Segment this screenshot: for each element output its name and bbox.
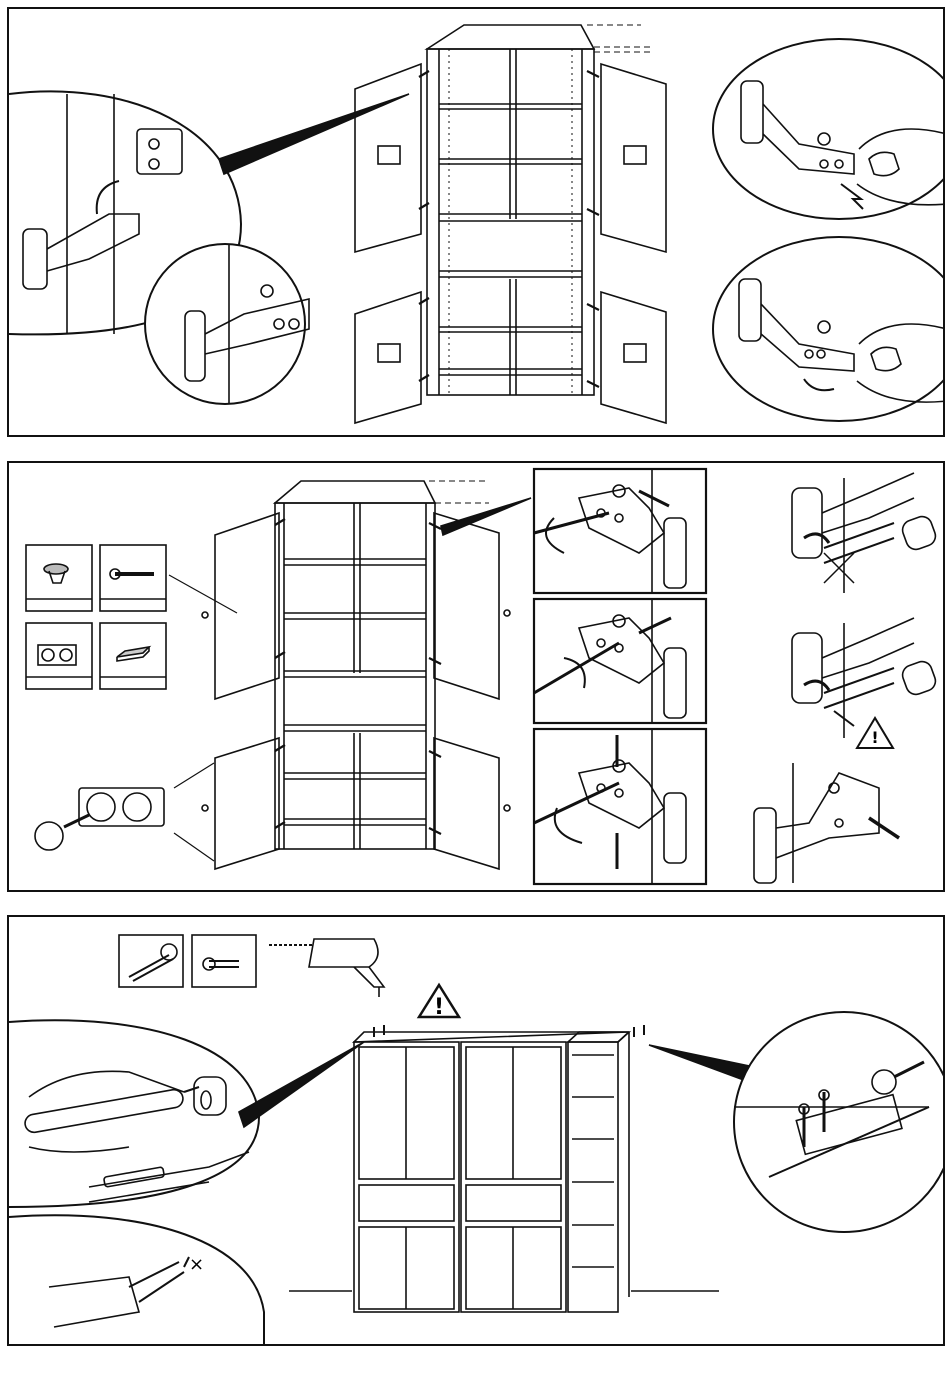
hinge-mounting-illustration [9, 9, 945, 437]
warning-mark-adjust: ! [871, 728, 878, 747]
cross-mark: × [189, 1254, 204, 1275]
panel-hinge-adjustment: ! [7, 461, 945, 892]
panel-hinge-mounting [7, 7, 945, 437]
hinge-adjustment-illustration: ! [9, 463, 945, 892]
panel-wall-fixing: ! × [7, 915, 945, 1346]
wall-fixing-illustration: ! × [9, 917, 945, 1346]
warning-mark-wall: ! [434, 995, 444, 1020]
